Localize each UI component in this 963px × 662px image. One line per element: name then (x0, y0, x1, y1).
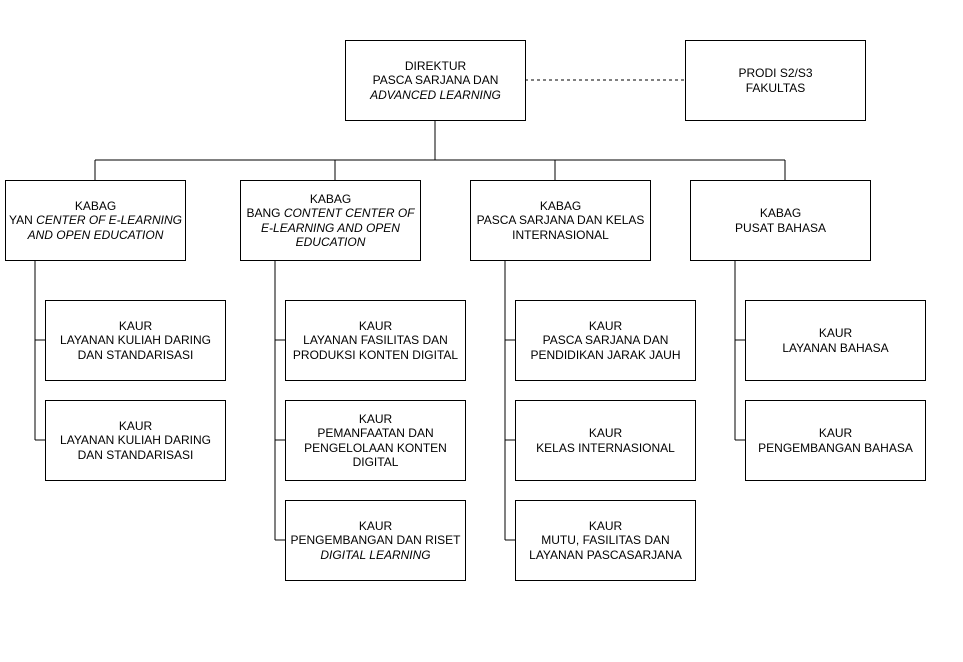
kaur-label: KAUR (588, 518, 623, 533)
kaur-box-language-development: KAUR PENGEMBANGAN BAHASA (745, 400, 926, 481)
kaur-unit-line: PENGEMBANGAN BAHASA (758, 440, 913, 455)
kabag-unit-line: BANG CONTENT CENTER OF (246, 206, 414, 221)
kaur-unit-line-2: DAN STANDARISASI (77, 447, 194, 462)
director-subtitle: PASCA SARJANA DAN (372, 73, 499, 88)
kaur-unit-line: KELAS INTERNASIONAL (536, 440, 675, 455)
kaur-box-facilities-production: KAUR LAYANAN FASILITAS DAN PRODUKSI KONT… (285, 300, 466, 381)
kaur-box-digital-learning-research: KAUR PENGEMBANGAN DAN RISET DIGITAL LEAR… (285, 500, 466, 581)
kaur-box-online-course-1: KAUR LAYANAN KULIAH DARING DAN STANDARIS… (45, 300, 226, 381)
kaur-unit-line: LAYANAN KULIAH DARING (60, 433, 211, 448)
kaur-box-online-course-2: KAUR LAYANAN KULIAH DARING DAN STANDARIS… (45, 400, 226, 481)
kabag-box-elearning-service: KABAG YAN CENTER OF E-LEARNING AND OPEN … (5, 180, 186, 261)
kabag-unit-prefix: BANG (246, 206, 284, 220)
kabag-unit-prefix: YAN (9, 213, 37, 228)
kaur-unit-line-2: PRODUKSI KONTEN DIGITAL (292, 347, 459, 362)
prodi-title: PRODI S2/S3 (738, 66, 813, 80)
kaur-box-content-management: KAUR PEMANFAATAN DAN PENGELOLAAN KONTEN … (285, 400, 466, 481)
kabag-unit-line: PUSAT BAHASA (735, 220, 826, 235)
kaur-unit-line: PEMANFAATAN DAN (317, 426, 434, 440)
kabag-unit-italic: CENTER OF E-LEARNING (36, 213, 182, 228)
kaur-box-international-class: KAUR KELAS INTERNASIONAL (515, 400, 696, 481)
kabag-unit-line-2: AND OPEN EDUCATION (27, 227, 164, 242)
kabag-unit-line: YAN CENTER OF E-LEARNING (9, 213, 182, 228)
kaur-label: KAUR (118, 418, 153, 433)
kaur-unit-line-2: DAN STANDARISASI (77, 347, 194, 362)
kaur-unit-line: MUTU, FASILITAS DAN (541, 533, 670, 548)
kaur-unit-line: PENGEMBANGAN DAN RISET (290, 533, 461, 548)
prodi-box: PRODI S2/S3 FAKULTAS (685, 40, 866, 121)
kaur-unit-line: PASCA SARJANA DAN (542, 333, 669, 348)
kabag-box-international: KABAG PASCA SARJANA DAN KELAS INTERNASIO… (470, 180, 651, 261)
kaur-label: KAUR (358, 318, 393, 333)
kabag-unit-line-2: INTERNASIONAL (512, 227, 609, 242)
kabag-box-language-center: KABAG PUSAT BAHASA (690, 180, 871, 261)
kaur-box-language-services: KAUR LAYANAN BAHASA (745, 300, 926, 381)
kabag-unit-line-3: EDUCATION (295, 235, 366, 249)
kaur-label: KAUR (358, 411, 393, 426)
kaur-unit-line: LAYANAN KULIAH DARING (60, 333, 211, 348)
kaur-label: KAUR (358, 518, 393, 533)
kaur-unit-line-2: LAYANAN PASCASARJANA (529, 547, 682, 562)
kaur-unit-line: LAYANAN BAHASA (782, 340, 889, 355)
director-title: DIREKTUR (404, 58, 467, 73)
kaur-unit-line-2: PENGELOLAAN KONTEN (304, 440, 447, 455)
kaur-label: KAUR (118, 318, 153, 333)
kaur-box-quality-services: KAUR MUTU, FASILITAS DAN LAYANAN PASCASA… (515, 500, 696, 581)
kabag-unit-line: PASCA SARJANA DAN KELAS (476, 213, 645, 228)
kabag-label: KABAG (759, 206, 802, 220)
kabag-unit-line-2: E-LEARNING AND OPEN (261, 220, 400, 235)
director-subtitle-italic: ADVANCED LEARNING (370, 87, 501, 102)
kabag-unit-italic: CONTENT CENTER OF (283, 206, 415, 220)
kaur-label: KAUR (588, 426, 623, 440)
kaur-label: KAUR (588, 318, 623, 333)
kaur-unit-line-2: PENDIDIKAN JARAK JAUH (530, 347, 681, 362)
kaur-unit-line-3: DIGITAL (352, 455, 399, 469)
kaur-label: KAUR (818, 426, 853, 440)
kabag-box-content-center: KABAG BANG CONTENT CENTER OF E-LEARNING … (240, 180, 421, 261)
kabag-label: KABAG (309, 191, 352, 206)
kaur-label: KAUR (818, 326, 853, 340)
kaur-unit-line: LAYANAN FASILITAS DAN (303, 333, 448, 348)
prodi-subtitle: FAKULTAS (745, 80, 806, 95)
director-box: DIREKTUR PASCA SARJANA DAN ADVANCED LEAR… (345, 40, 526, 121)
kabag-label: KABAG (74, 198, 117, 213)
kaur-box-distance-education: KAUR PASCA SARJANA DAN PENDIDIKAN JARAK … (515, 300, 696, 381)
kabag-label: KABAG (539, 198, 582, 213)
kaur-unit-line-2: DIGITAL LEARNING (320, 547, 431, 562)
